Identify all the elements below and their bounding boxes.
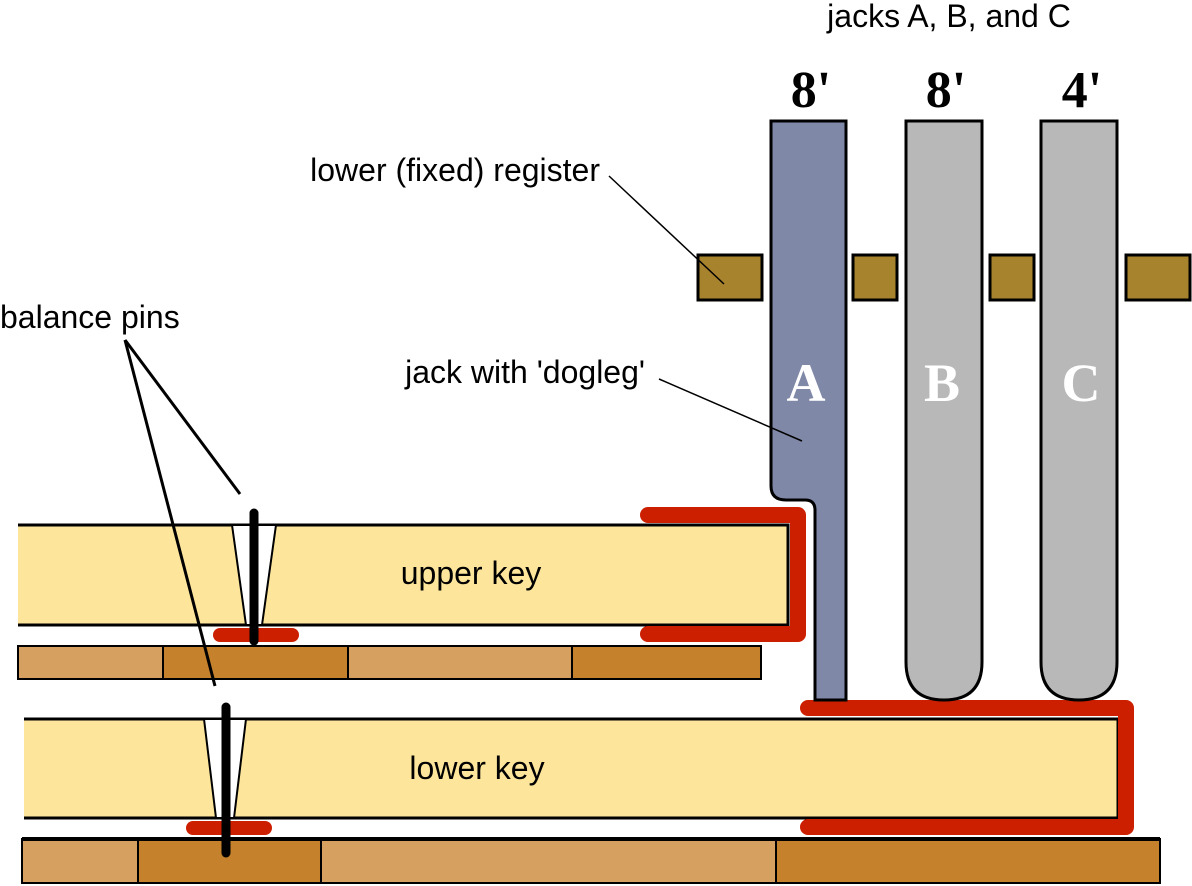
lower-register [696, 253, 1192, 302]
lower-register-label: lower (fixed) register [310, 152, 600, 188]
leader-pin-lower [123, 339, 217, 687]
register-block [1124, 253, 1192, 302]
lower-key-frame [21, 837, 1161, 884]
lower-key-label: lower key [409, 750, 544, 786]
upper-key-label: upper key [401, 555, 542, 591]
jack-c [1039, 119, 1119, 702]
jack-a-letter: A [787, 353, 826, 413]
jacks-title: jacks A, B, and C [826, 0, 1071, 34]
register-block [988, 253, 1036, 302]
upper-key [18, 523, 790, 627]
jack-b-pitch: 8' [926, 62, 966, 119]
jack-a [769, 119, 848, 702]
jack-a-pitch: 8' [791, 62, 831, 119]
lower-key [24, 717, 1120, 820]
jack-b-letter: B [924, 353, 960, 413]
register-block [696, 253, 764, 302]
upper-key-cloth [640, 507, 806, 642]
leader-dogleg [658, 378, 803, 442]
jack-b [904, 119, 984, 702]
register-block [851, 253, 899, 302]
upper-key-frame [17, 645, 762, 680]
jack-c-letter: C [1062, 353, 1101, 413]
jack-c-pitch: 4' [1062, 62, 1102, 119]
balance-pins-label: balance pins [0, 299, 180, 335]
leader-pin-upper [123, 339, 242, 495]
leader-register [608, 175, 725, 285]
lower-key-cloth [800, 700, 1134, 835]
jack-dogleg-label: jack with 'dogleg' [404, 354, 645, 390]
